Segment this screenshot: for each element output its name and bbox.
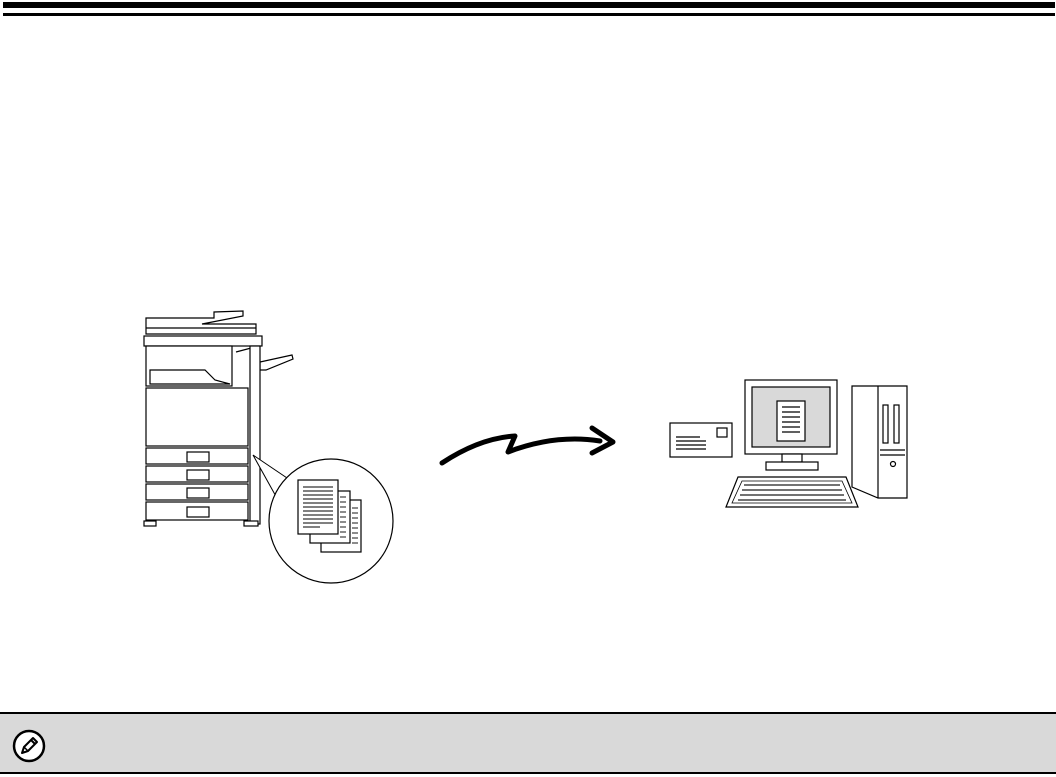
note-bar	[0, 712, 1056, 774]
scan-to-email-illustration	[0, 0, 1056, 700]
pencil-icon	[12, 729, 46, 763]
transfer-arrow	[442, 428, 613, 463]
email-envelope-icon	[670, 423, 732, 457]
multifunction-printer	[144, 311, 293, 526]
desktop-computer	[726, 380, 907, 507]
